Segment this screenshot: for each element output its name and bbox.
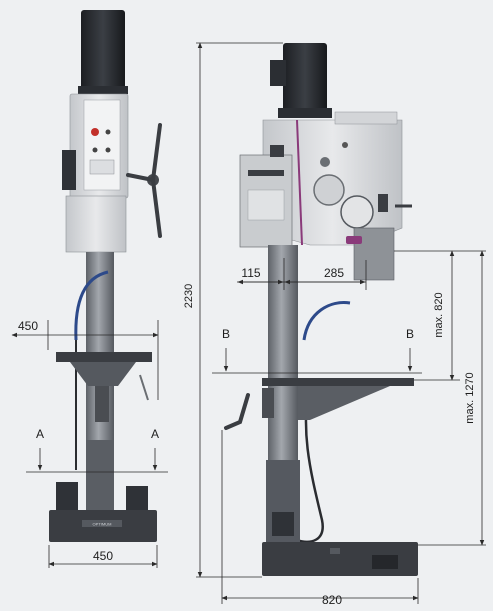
front-view: OPTIMUM	[49, 10, 162, 542]
side-motor	[283, 43, 327, 113]
side-max-table-distance: max. 820	[433, 292, 445, 337]
section-b-right: B	[406, 327, 414, 341]
front-feed-handle	[126, 123, 162, 238]
front-motor	[81, 10, 125, 92]
side-depth: 820	[322, 593, 342, 607]
brand-plate: OPTIMUM	[93, 522, 112, 527]
side-table	[262, 378, 414, 386]
section-b-left: B	[222, 327, 230, 341]
front-table	[56, 352, 152, 362]
front-coolant-hose	[74, 270, 109, 341]
side-dimensions: 2230 820 115 285 max. 820 max. 1270 B B	[183, 42, 486, 607]
front-width-top: 450	[18, 319, 38, 333]
front-dimensions: 450 450 A A	[11, 319, 168, 568]
side-view	[224, 43, 418, 576]
side-total-height: 2230	[183, 284, 195, 308]
side-coolant-hose	[302, 301, 351, 341]
side-column-offset: 115	[241, 266, 260, 280]
front-side-box	[62, 150, 76, 190]
side-max-base-distance: max. 1270	[464, 372, 476, 423]
section-a-right: A	[151, 427, 159, 441]
section-a-left: A	[36, 427, 44, 441]
side-spindle-reach: 285	[324, 266, 344, 280]
front-width-bottom: 450	[93, 549, 113, 563]
